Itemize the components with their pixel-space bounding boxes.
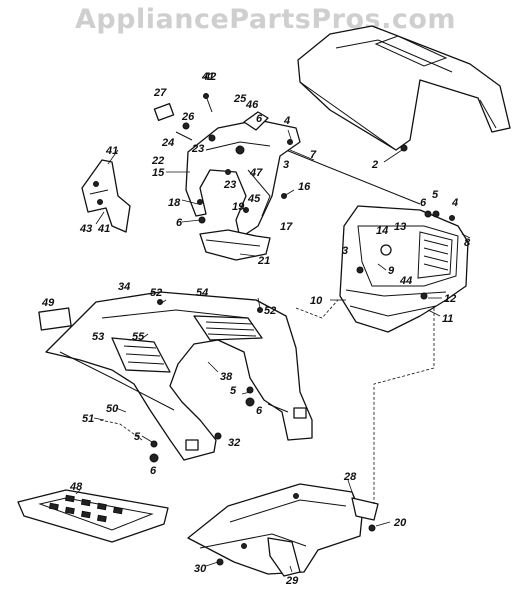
dashed-link	[295, 299, 339, 319]
callout-label: 17	[280, 221, 293, 233]
callout-label: 6	[176, 217, 183, 229]
step-plate-part	[17, 489, 169, 543]
callout-label: 54	[196, 287, 208, 299]
callout-label: 7	[310, 149, 317, 161]
callout-label: 55	[132, 331, 145, 343]
callout-label: 46	[245, 99, 259, 111]
dashed-link	[99, 419, 143, 441]
callout-label: 15	[152, 167, 165, 179]
callout-label: 5	[230, 385, 237, 397]
callout-label: 6	[150, 465, 157, 477]
callout-label: 3	[283, 159, 289, 171]
callout-label: 49	[41, 297, 55, 309]
callout-label: 24	[161, 137, 174, 149]
callout-label: 14	[376, 225, 388, 237]
callout-label: 28	[343, 471, 357, 483]
callout-label: 27	[153, 87, 167, 99]
callout-label: 38	[220, 371, 233, 383]
callout-label: 22	[151, 155, 164, 167]
callout-label: 30	[194, 563, 207, 575]
fender-pan-part	[45, 291, 313, 461]
callout-label: 12	[444, 293, 456, 305]
callout-label: 5	[134, 431, 141, 443]
callout-label: 41	[105, 145, 118, 157]
callout-label: 11	[442, 313, 453, 325]
callout-label: 26	[181, 111, 195, 123]
callout-label: 41	[201, 71, 214, 83]
callout-label: 47	[249, 167, 263, 179]
callout-label: 34	[118, 281, 130, 293]
callout-label: 2	[371, 159, 378, 171]
callout-label: 3	[342, 245, 348, 257]
hardware-dots	[149, 139, 455, 566]
callout-label: 48	[69, 481, 83, 493]
frame-bracket-part	[187, 483, 379, 577]
base-plate-part	[199, 229, 271, 261]
callout-label: 5	[432, 189, 439, 201]
callout-label: 6	[256, 113, 263, 125]
callout-label: 52	[264, 305, 276, 317]
callout-label: 6	[420, 197, 427, 209]
left-bracket-part	[81, 159, 131, 233]
callout-label: 13	[394, 221, 406, 233]
callout-label: 16	[298, 181, 311, 193]
callout-label: 25	[233, 93, 247, 105]
callout-label: 51	[82, 413, 94, 425]
callout-label: 18	[168, 197, 181, 209]
callout-label: 8	[464, 237, 471, 249]
callout-label: 23	[191, 143, 204, 155]
callout-label: 29	[285, 575, 299, 587]
callout-label: 21	[257, 255, 270, 267]
callout-label: 43	[79, 223, 92, 235]
callout-label: 32	[228, 437, 240, 449]
callout-label: 50	[106, 403, 119, 415]
grille-nose-part	[339, 205, 469, 333]
callout-label: 45	[247, 193, 261, 205]
watermark-text: AppliancePartsPros.com	[74, 4, 457, 35]
callout-label: 9	[388, 265, 395, 277]
callout-label: 4	[451, 197, 458, 209]
callout-label: 23	[223, 179, 236, 191]
callout-label: 10	[310, 295, 323, 307]
support-bracket-part	[185, 111, 301, 239]
reflector-part	[38, 307, 72, 331]
small-hardware-part	[153, 93, 213, 141]
callout-label: 42	[203, 71, 216, 83]
callout-label: 53	[92, 331, 104, 343]
callout-label: 52	[150, 287, 162, 299]
callout-label: 20	[393, 517, 407, 529]
callout-label: 41	[97, 223, 110, 235]
dashed-link	[373, 308, 435, 504]
rod-part	[285, 149, 421, 205]
hood-part	[297, 25, 511, 151]
callout-label: 44	[399, 275, 412, 287]
callout-label: 19	[232, 201, 245, 213]
callout-label: 4	[283, 115, 290, 127]
leader-lines	[75, 129, 471, 573]
callout-labels: 2 3 3 4 4 5 5 5 6 6 6 6 6 7 8 9 10 11 12…	[41, 71, 471, 587]
callout-label: 6	[256, 405, 263, 417]
